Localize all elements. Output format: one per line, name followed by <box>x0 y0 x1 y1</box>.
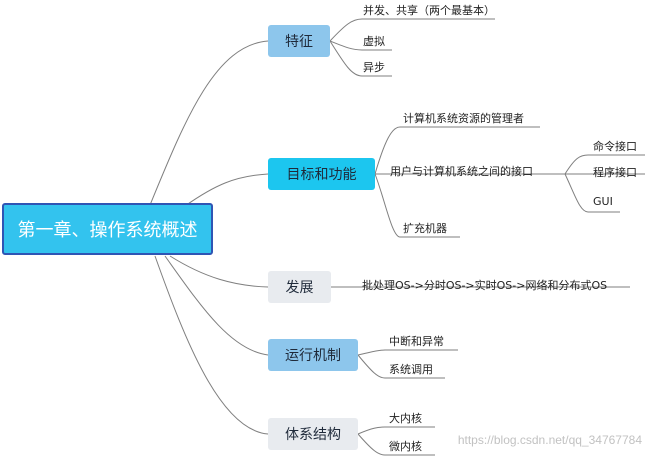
leaf-virtual[interactable]: 虚拟 <box>363 35 385 48</box>
branch-run-mechanism[interactable]: 运行机制 <box>268 339 358 371</box>
branch-features[interactable]: 特征 <box>268 25 330 57</box>
leaf-gui[interactable]: GUI <box>593 195 613 208</box>
watermark-text: https://blog.csdn.net/qq_34767784 <box>457 433 642 447</box>
leaf-resource-manager[interactable]: 计算机系统资源的管理者 <box>403 112 524 125</box>
branch-architecture[interactable]: 体系结构 <box>268 418 358 450</box>
leaf-extended-machine[interactable]: 扩充机器 <box>403 222 447 235</box>
leaf-command-interface[interactable]: 命令接口 <box>593 140 637 153</box>
leaf-os-evolution[interactable]: 批处理OS->分时OS->实时OS->网络和分布式OS <box>362 279 608 292</box>
leaf-user-interface[interactable]: 用户与计算机系统之间的接口 <box>390 165 533 178</box>
leaf-program-interface[interactable]: 程序接口 <box>593 166 637 179</box>
leaf-concurrency-sharing[interactable]: 并发、共享（两个最基本） <box>363 4 495 17</box>
leaf-asynchronous[interactable]: 异步 <box>363 61 385 74</box>
branch-development[interactable]: 发展 <box>268 271 331 303</box>
root-node[interactable]: 第一章、操作系统概述 <box>2 203 213 255</box>
branch-goals-functions[interactable]: 目标和功能 <box>268 158 375 190</box>
leaf-system-call[interactable]: 系统调用 <box>389 363 433 376</box>
leaf-interrupt-exception[interactable]: 中断和异常 <box>389 335 444 348</box>
leaf-microkernel[interactable]: 微内核 <box>389 440 422 453</box>
leaf-monolithic-kernel[interactable]: 大内核 <box>389 412 422 425</box>
